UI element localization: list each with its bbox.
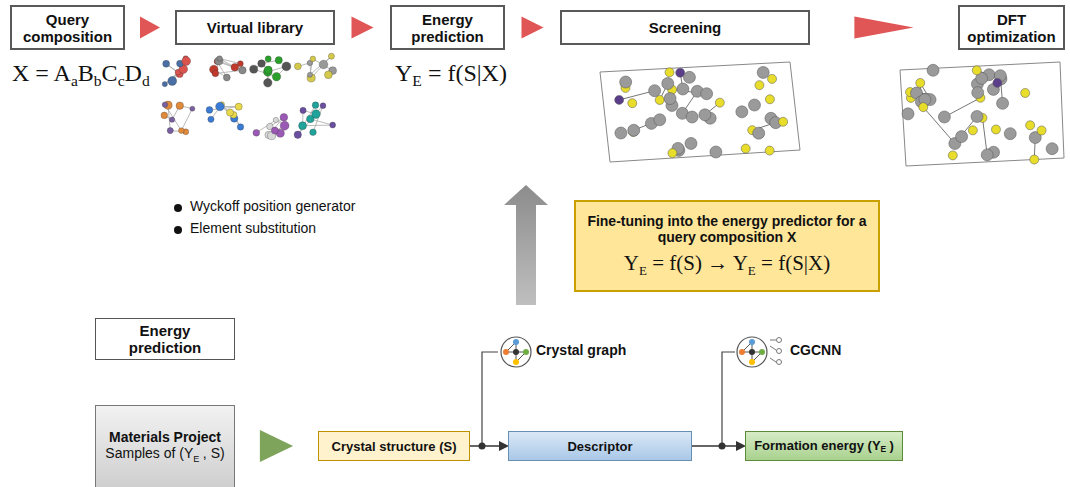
process-box: Energy prediction xyxy=(390,5,505,50)
label-text: C xyxy=(102,60,118,86)
bullet xyxy=(174,204,182,212)
text-line: Query composition xyxy=(18,11,117,45)
text-line: Descriptor xyxy=(567,439,632,454)
leader-line xyxy=(482,352,498,446)
node-text: Screening xyxy=(649,19,722,36)
node-text: Fine-tuning into the energy predictor fo… xyxy=(587,213,866,245)
process-box: Formation energy (YE) xyxy=(745,431,903,461)
label-text: Element substitution xyxy=(190,220,316,236)
node-text: = f(S) → Y xyxy=(652,251,748,275)
node-text: Query composition xyxy=(23,11,112,45)
node-text: , S) xyxy=(203,445,225,461)
process-box: Query composition xyxy=(10,5,125,50)
text-line: Virtual library xyxy=(207,19,303,36)
node-text: = f(S|X) xyxy=(761,251,830,275)
network-lines xyxy=(770,338,782,365)
process-box: Screening xyxy=(560,10,810,45)
text-line: Fine-tuning into the energy predictor fo… xyxy=(582,213,872,245)
text-line: Samples of (YE , S) xyxy=(105,445,224,463)
process-box: Energy prediction xyxy=(95,318,235,360)
label-text: CGCNN xyxy=(790,342,841,358)
subscript: E xyxy=(881,444,887,454)
label-text: Wyckoff position generator xyxy=(190,198,355,214)
label-text: Crystal graph xyxy=(536,342,626,358)
crystal-picture xyxy=(600,62,800,162)
structure-thumbnails xyxy=(161,53,337,140)
node-text: Samples of (Y xyxy=(105,445,193,461)
text-line: DFT optimization xyxy=(966,11,1057,45)
subscript: E xyxy=(412,72,422,89)
bullet xyxy=(174,226,182,234)
process-box: Crystal structure (S) xyxy=(318,431,470,461)
icon-label: Crystal graph xyxy=(536,342,626,358)
triangle-arrow xyxy=(522,17,544,39)
formula: YE = f(S|X) xyxy=(395,60,507,90)
edge-arrow xyxy=(470,445,507,447)
subscript: b xyxy=(94,72,102,89)
subscript: E xyxy=(748,263,756,278)
label-text: X = A xyxy=(12,60,71,86)
process-box: Descriptor xyxy=(508,431,692,461)
triangle-arrow xyxy=(854,17,913,39)
label-text: B xyxy=(78,60,94,86)
node-text: Descriptor xyxy=(567,439,632,454)
graph-icon xyxy=(501,337,531,367)
label-text: Y xyxy=(395,60,412,86)
triangle-arrow xyxy=(140,17,160,39)
node-text: Formation energy (Y xyxy=(754,438,880,453)
subscript: E xyxy=(639,263,647,278)
label-text: = f(S|X) xyxy=(428,60,507,86)
text-line: Formation energy (YE) xyxy=(754,438,894,455)
triangle-arrow xyxy=(352,17,374,39)
process-box: Materials ProjectSamples of (YE , S) xyxy=(95,405,235,487)
text-line: Materials Project xyxy=(109,429,221,445)
leader-line xyxy=(722,352,735,446)
node-text: Materials Project xyxy=(109,429,221,445)
crystal-picture xyxy=(900,62,1064,166)
process-box: DFT optimization xyxy=(958,5,1065,50)
text-line: YE= f(S) → YE= f(S|X) xyxy=(624,251,830,279)
bullet-text: Element substitution xyxy=(190,220,316,236)
edge-arrow xyxy=(692,445,744,447)
icon-label: CGCNN xyxy=(790,342,841,358)
formula: X = AaBbCcDd xyxy=(12,60,150,90)
text-line: Energy prediction xyxy=(398,11,497,45)
node-text: Crystal structure (S) xyxy=(332,439,457,454)
node-text: DFT optimization xyxy=(967,11,1055,45)
text-line: Screening xyxy=(649,19,722,36)
process-box: Virtual library xyxy=(175,10,335,45)
up-arrow xyxy=(504,185,548,305)
node-text: Y xyxy=(624,251,639,275)
text-line: Energy prediction xyxy=(102,322,228,356)
subscript: a xyxy=(71,72,78,89)
label-text: D xyxy=(125,60,142,86)
subscript: c xyxy=(118,72,125,89)
triangle-arrow xyxy=(260,430,293,462)
subscript: E xyxy=(193,454,199,464)
node-text: Virtual library xyxy=(207,19,303,36)
node-text: ) xyxy=(889,438,893,453)
bullet-text: Wyckoff position generator xyxy=(190,198,355,214)
node-text: Energy prediction xyxy=(411,11,484,45)
node-text: Energy prediction xyxy=(129,322,202,356)
fine-tuning-box: Fine-tuning into the energy predictor fo… xyxy=(574,200,880,292)
text-line: Crystal structure (S) xyxy=(332,439,457,454)
subscript: d xyxy=(142,72,150,89)
graph-icon xyxy=(737,337,767,367)
